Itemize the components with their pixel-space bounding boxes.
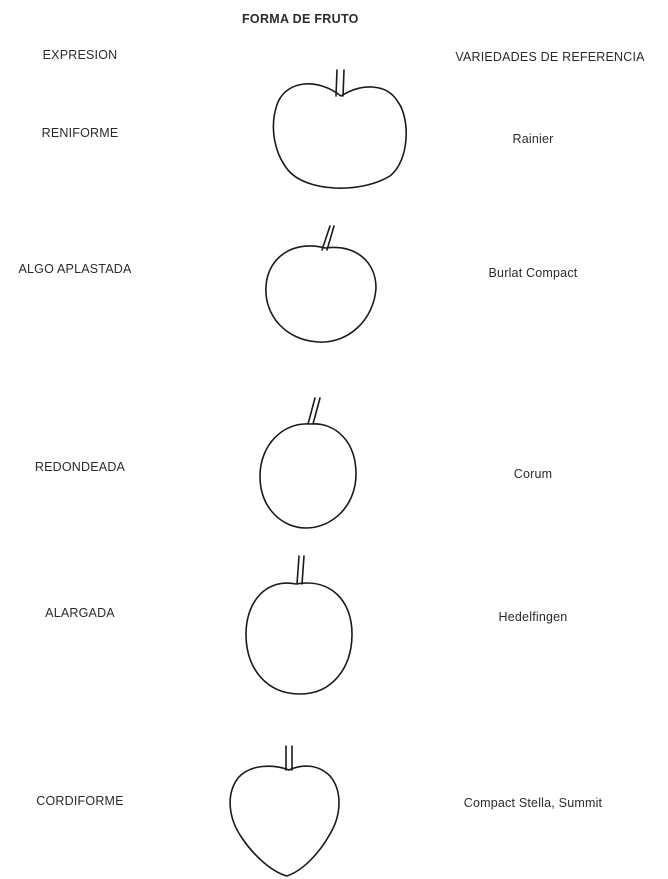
fruit-outline-reniforme: [273, 70, 406, 188]
fruit-outline-algo-aplastada: [266, 226, 376, 342]
fruit-outline-redondeada: [260, 398, 356, 528]
fruit-outline-cordiforme: [230, 746, 339, 876]
fruit-outline-alargada: [246, 556, 352, 694]
